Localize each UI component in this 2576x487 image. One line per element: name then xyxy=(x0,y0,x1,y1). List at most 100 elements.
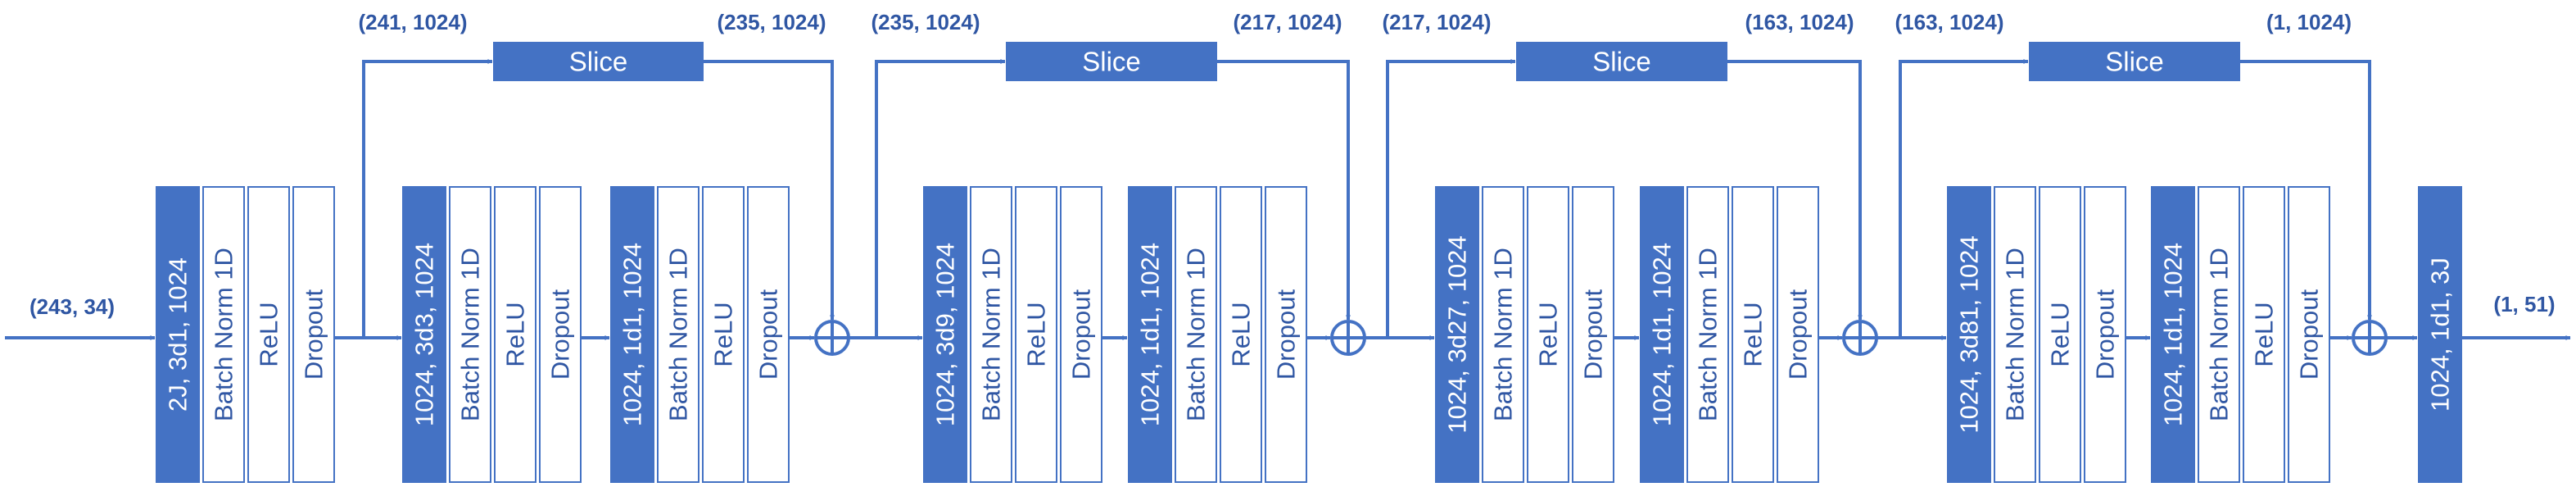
output-shape-label: (1, 51) xyxy=(2493,292,2555,316)
stage-3-block-a-relu-label: ReLU xyxy=(1534,302,1563,366)
slice-label: Slice xyxy=(1082,47,1141,77)
stage-1-out-shape: (235, 1024) xyxy=(718,10,826,34)
stage-3-block-a-relu: ReLU xyxy=(1527,186,1569,483)
stage-3-block-a-conv-box xyxy=(1435,186,1479,483)
stage-1-block-b-dropout-box xyxy=(747,186,790,483)
slice-label: Slice xyxy=(1592,47,1651,77)
final-block-conv-label: 1024, 1d1, 3J xyxy=(2426,257,2455,412)
stage-3-block-b-conv-box xyxy=(1640,186,1684,483)
stage-3-block-b-dropout: Dropout xyxy=(1777,186,1819,483)
block-1-relu: ReLU xyxy=(247,186,290,483)
stage-3-skip-down xyxy=(1727,60,1863,321)
stage-3-block-b-relu-label: ReLU xyxy=(1739,302,1768,366)
stage-4-block-a-relu-box xyxy=(2039,186,2081,483)
stage-3-block-b-relu-box xyxy=(1732,186,1774,483)
stage-3-block-a-dropout-box xyxy=(1572,186,1614,483)
connector-lines xyxy=(5,59,2571,340)
stage-4-skip-down xyxy=(2239,60,2372,321)
stage-2-block-a-relu: ReLU xyxy=(1015,186,1057,483)
stage-2-block-a-batchnorm-label: Batch Norm 1D xyxy=(977,248,1006,421)
stage-4-add-icon xyxy=(2352,320,2388,356)
block-1-batchnorm: Batch Norm 1D xyxy=(202,186,245,483)
stage-3-block-a-batchnorm-label: Batch Norm 1D xyxy=(1489,248,1518,421)
stage-2-out-shape: (217, 1024) xyxy=(1234,10,1342,34)
stage-1-block-b-dropout: Dropout xyxy=(747,186,790,483)
stage-3-block-a-conv-label: 1024, 3d27, 1024 xyxy=(1443,235,1472,433)
stage-1-block-b-relu: ReLU xyxy=(702,186,745,483)
stage-1-block-a-conv-box xyxy=(402,186,446,483)
stage-4-block-a-relu-label: ReLU xyxy=(2046,302,2075,366)
stage-1-block-a-dropout-box xyxy=(539,186,582,483)
stage-4-block-a-dropout-label: Dropout xyxy=(2091,289,2120,380)
stage-3-block-b-relu: ReLU xyxy=(1732,186,1774,483)
stage-2-skip-up xyxy=(875,59,1006,338)
stage-1-block-a-conv: 1024, 3d3, 1024 xyxy=(402,186,446,483)
stage-2-block-b-dropout-box xyxy=(1265,186,1307,483)
stage-3-block-b-conv: 1024, 1d1, 1024 xyxy=(1640,186,1684,483)
stage-4-block-a-batchnorm-label: Batch Norm 1D xyxy=(2001,248,2030,421)
stage-2-block-a-dropout: Dropout xyxy=(1060,186,1102,483)
block-1-dropout-label: Dropout xyxy=(300,289,328,380)
stage-1-block-b-dropout-label: Dropout xyxy=(754,289,783,380)
stage-2-add-icon xyxy=(1330,320,1366,356)
stage-2-in-shape: (235, 1024) xyxy=(871,10,980,34)
stage-4-block-b-dropout-box xyxy=(2288,186,2330,483)
stage-2-block-a-dropout-label: Dropout xyxy=(1067,289,1096,380)
stage-4-block-a-dropout: Dropout xyxy=(2084,186,2126,483)
stage-4-block-b-relu-label: ReLU xyxy=(2250,302,2279,366)
block-1-conv-box xyxy=(156,186,200,483)
stage-1-block-a-relu: ReLU xyxy=(494,186,536,483)
stage-2-block-b-relu-label: ReLU xyxy=(1227,302,1256,366)
block-1-relu-box xyxy=(247,186,290,483)
slice-label: Slice xyxy=(2105,47,2164,77)
stage-4-block-a-conv: 1024, 3d81, 1024 xyxy=(1947,186,1991,483)
stage-3-block-a-conv: 1024, 3d27, 1024 xyxy=(1435,186,1479,483)
stage-4-block-b-dropout-label: Dropout xyxy=(2295,289,2324,380)
stage-1-block-a-relu-label: ReLU xyxy=(501,302,530,366)
stage-4-out-shape: (1, 1024) xyxy=(2266,10,2352,34)
stage-1-block-a-relu-box xyxy=(494,186,536,483)
stage-3-block-b-dropout-box xyxy=(1777,186,1819,483)
input-shape-label: (243, 34) xyxy=(29,294,115,319)
stage-3-skip-up xyxy=(1386,59,1516,338)
stage-3-block-a-batchnorm-box xyxy=(1482,186,1524,483)
stage-1-block-b-relu-label: ReLU xyxy=(709,302,738,366)
final-block-conv: 1024, 1d1, 3J xyxy=(2418,186,2462,483)
stage-2-block-b-relu-box xyxy=(1220,186,1262,483)
stage-2-block-b-batchnorm-box xyxy=(1175,186,1217,483)
stage-3-block-b-batchnorm: Batch Norm 1D xyxy=(1686,186,1729,483)
stage-1-in-shape: (241, 1024) xyxy=(359,10,468,34)
stage-4-block-b-relu-box xyxy=(2243,186,2285,483)
stage-4-block-a-conv-box xyxy=(1947,186,1991,483)
stage-4-block-b-batchnorm: Batch Norm 1D xyxy=(2198,186,2240,483)
stage-2-block-b-batchnorm-label: Batch Norm 1D xyxy=(1182,248,1211,421)
stage-4-block-a-batchnorm-box xyxy=(1994,186,2036,483)
slice-label: Slice xyxy=(569,47,628,77)
stage-3-block-a-dropout-label: Dropout xyxy=(1579,289,1608,380)
stage-3-block-b-dropout-label: Dropout xyxy=(1784,289,1813,380)
stage-3-block-a-relu-box xyxy=(1527,186,1569,483)
final-block-conv-box xyxy=(2418,186,2462,483)
stage-3-block-a-dropout: Dropout xyxy=(1572,186,1614,483)
stage-3-slice: Slice xyxy=(1516,42,1727,81)
stage-1-skip-up xyxy=(362,59,493,338)
stage-4-block-b-dropout: Dropout xyxy=(2288,186,2330,483)
stage-1-block-b-conv-box xyxy=(610,186,654,483)
stage-2-block-b-dropout-label: Dropout xyxy=(1272,289,1301,380)
stage-3-block-b-batchnorm-label: Batch Norm 1D xyxy=(1694,248,1723,421)
stage-1-block-a-dropout: Dropout xyxy=(539,186,582,483)
stage-1-skip-down xyxy=(703,60,835,321)
stage-1-block-a-dropout-label: Dropout xyxy=(546,289,575,380)
stage-1-block-b-batchnorm-box xyxy=(657,186,699,483)
stage-3-block-b-batchnorm-box xyxy=(1686,186,1729,483)
stage-1-block-b-batchnorm-label: Batch Norm 1D xyxy=(664,248,693,421)
stage-2-block-b-dropout: Dropout xyxy=(1265,186,1307,483)
stage-4-block-b-batchnorm-box xyxy=(2198,186,2240,483)
stage-3-block-a-batchnorm: Batch Norm 1D xyxy=(1482,186,1524,483)
stage-2-slice: Slice xyxy=(1006,42,1217,81)
block-1-relu-label: ReLU xyxy=(255,302,283,366)
stage-4-block-a-batchnorm: Batch Norm 1D xyxy=(1994,186,2036,483)
stage-4-slice: Slice xyxy=(2029,42,2240,81)
block-1-batchnorm-label: Batch Norm 1D xyxy=(210,248,238,421)
